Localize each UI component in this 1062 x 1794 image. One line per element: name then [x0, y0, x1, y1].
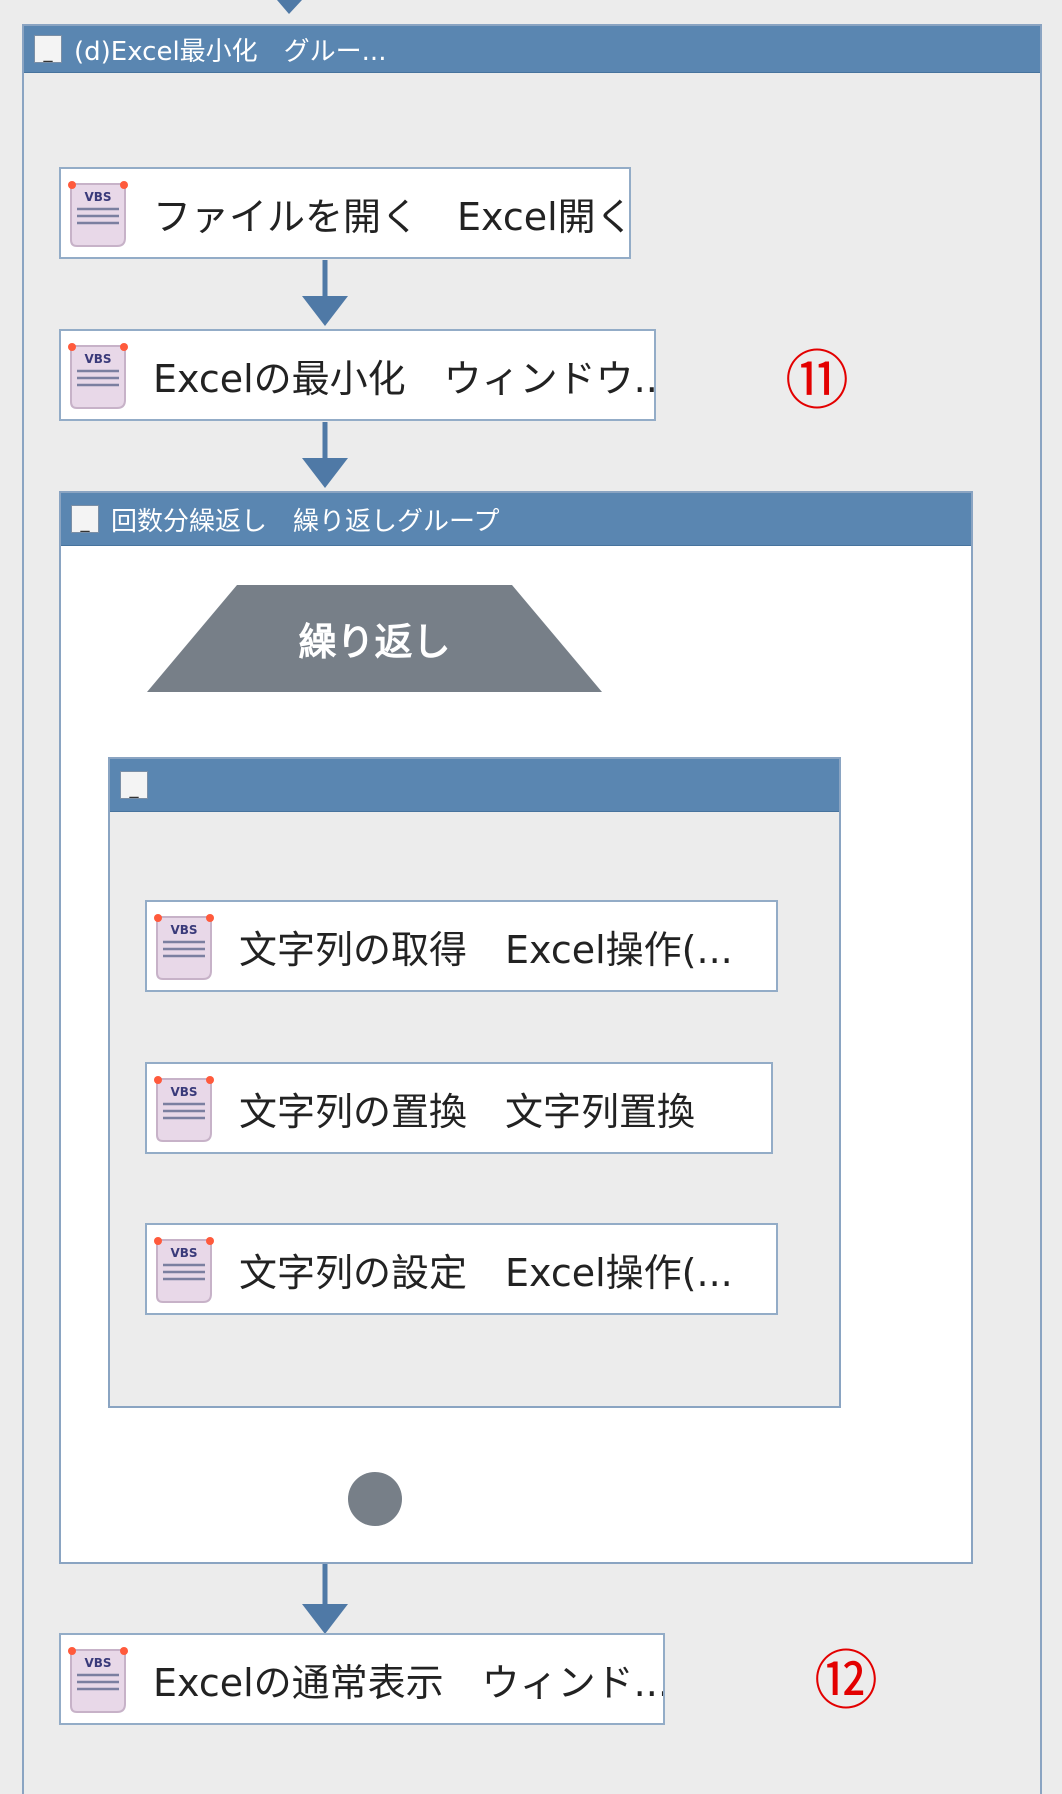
collapse-button[interactable]: _: [71, 505, 99, 533]
loop-start-node[interactable]: 繰り返し: [147, 585, 602, 692]
vbs-script-icon: VBS: [154, 914, 214, 980]
activity-label: Excelの最小化 ウィンドウ...: [153, 356, 656, 401]
activity-normal-display[interactable]: VBS Excelの通常表示 ウィンド...: [59, 1633, 665, 1725]
svg-text:VBS: VBS: [170, 1085, 197, 1099]
vbs-script-icon: VBS: [154, 1076, 214, 1142]
loop-start-label: 繰り返し: [298, 620, 451, 664]
loop-group-title: 回数分繰返し 繰り返しグループ: [111, 506, 500, 537]
activity-label: 文字列の設定 Excel操作(...: [239, 1250, 733, 1295]
annotation-badge-12: ⑫: [814, 1645, 878, 1719]
inner-group-header[interactable]: _: [110, 759, 839, 812]
svg-text:VBS: VBS: [170, 923, 197, 937]
arrow-top-incoming: [277, 0, 302, 14]
outer-group[interactable]: _ (d)Excel最小化 グルー...: [22, 24, 1042, 1794]
activity-replace-string[interactable]: VBS 文字列の置換 文字列置換: [145, 1062, 773, 1154]
activity-get-string[interactable]: VBS 文字列の取得 Excel操作(...: [145, 900, 778, 992]
vbs-script-icon: VBS: [154, 1237, 214, 1303]
arrow-minimize-to-loop: [302, 422, 348, 488]
annotation-badge-11: ⑪: [785, 345, 849, 419]
arrow-loop-group-to-normal: [302, 1564, 348, 1634]
outer-group-header[interactable]: _ (d)Excel最小化 グルー...: [24, 26, 1040, 73]
activity-open-file[interactable]: VBS ファイルを開く Excel開く...: [59, 167, 631, 259]
svg-text:VBS: VBS: [84, 352, 111, 366]
loop-start-shape: [147, 585, 602, 692]
collapse-button[interactable]: _: [34, 35, 62, 63]
loop-group-header[interactable]: _ 回数分繰返し 繰り返しグループ: [61, 493, 971, 546]
outer-group-title: (d)Excel最小化 グルー...: [74, 36, 387, 67]
activity-set-string[interactable]: VBS 文字列の設定 Excel操作(...: [145, 1223, 778, 1315]
svg-text:VBS: VBS: [84, 190, 111, 204]
activity-label: 文字列の取得 Excel操作(...: [239, 927, 733, 972]
activity-label: 文字列の置換 文字列置換: [239, 1089, 696, 1134]
activity-label: ファイルを開く Excel開く...: [153, 194, 631, 239]
collapse-button[interactable]: _: [120, 771, 148, 799]
activity-label: Excelの通常表示 ウィンド...: [153, 1660, 665, 1705]
loop-end-node[interactable]: [348, 1472, 402, 1526]
vbs-script-icon: VBS: [68, 181, 128, 247]
arrow-open-to-minimize: [302, 260, 348, 326]
activity-minimize[interactable]: VBS Excelの最小化 ウィンドウ...: [59, 329, 656, 421]
svg-text:VBS: VBS: [84, 1656, 111, 1670]
vbs-script-icon: VBS: [68, 1647, 128, 1713]
svg-text:VBS: VBS: [170, 1246, 197, 1260]
vbs-script-icon: VBS: [68, 343, 128, 409]
